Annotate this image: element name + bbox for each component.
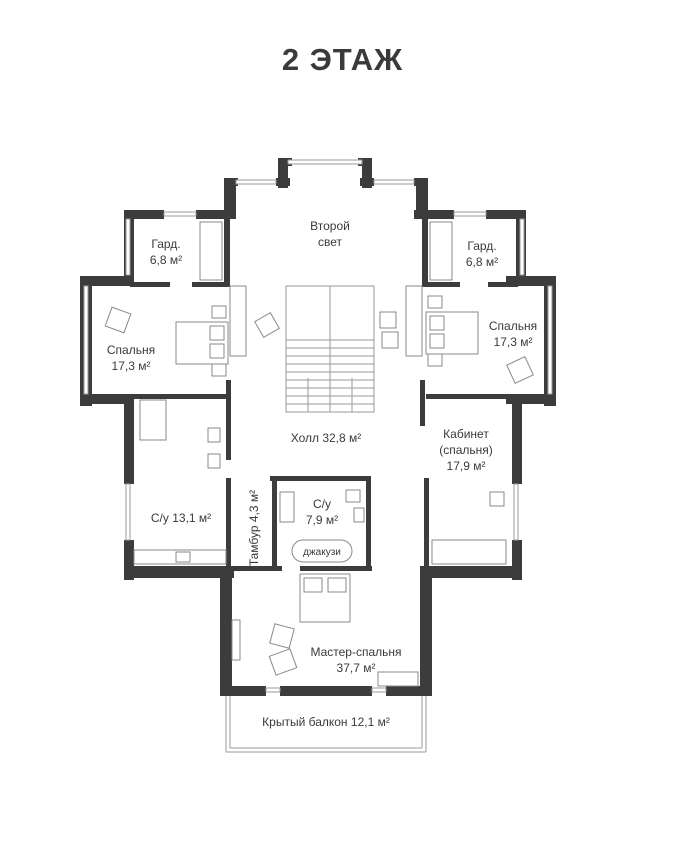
label-gard-right-1: Гард. [467,239,496,253]
furniture [104,221,534,687]
label-master-1: Мастер-спальня [310,645,401,659]
label-gard-left-1: Гард. [151,237,180,251]
label-bedroom-right-2: 17,3 м² [494,335,533,349]
label-cabinet-1: Кабинет [443,427,489,441]
label-bath-mid-2: 7,9 м² [306,513,338,527]
label-gard-right-2: 6,8 м² [466,255,498,269]
room-labels: Второй свет Гард. 6,8 м² Гард. 6,8 м² Сп… [107,219,537,729]
label-second-light-2: свет [318,235,343,249]
label-bedroom-right-1: Спальня [489,319,537,333]
label-jacuzzi: джакузи [303,547,341,558]
windows [83,159,553,753]
label-bedroom-left-1: Спальня [107,343,155,357]
staircase [285,285,375,413]
label-master-2: 37,7 м² [337,661,376,675]
label-bath-left: С/у 13,1 м² [151,511,211,525]
label-bath-mid-1: С/у [313,497,331,511]
label-cabinet-3: 17,9 м² [447,459,486,473]
floor-title: 2 ЭТАЖ [281,42,404,77]
label-vestibule: Тамбур 4,3 м² [247,490,261,566]
label-gard-left-2: 6,8 м² [150,253,182,267]
label-second-light-1: Второй [310,219,350,233]
label-cabinet-2: (спальня) [439,443,493,457]
label-bedroom-left-2: 17,3 м² [112,359,151,373]
label-balcony: Крытый балкон 12,1 м² [262,715,390,729]
label-hall: Холл 32,8 м² [291,431,362,445]
